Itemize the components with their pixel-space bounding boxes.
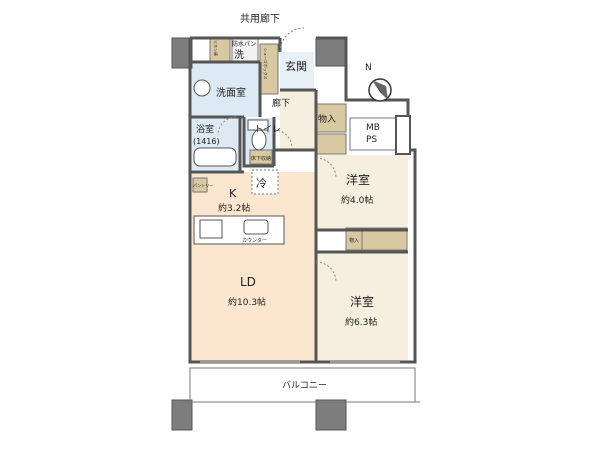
label-storage-b: 物入	[349, 237, 359, 244]
mbps-right-wall	[395, 115, 411, 155]
door-swing-entrance	[279, 27, 305, 53]
label-linen: リネン庫	[213, 40, 219, 56]
label-bath-size: (1416)	[193, 137, 220, 146]
washer-icon	[193, 79, 211, 97]
label-kitchen: K	[229, 187, 237, 200]
storage-a-box	[315, 103, 347, 133]
label-washroom: 洗面室	[216, 86, 246, 99]
pillar-bottom-right	[315, 399, 347, 431]
entrance-floor	[280, 52, 314, 90]
sink-icon	[247, 119, 269, 131]
storage-b2-box	[345, 227, 363, 251]
label-western-2-size: 約6.3帖	[345, 316, 377, 328]
door-swing-western1	[315, 157, 337, 179]
western-room-1-floor	[316, 155, 408, 230]
western-room-2-floor	[316, 252, 408, 362]
label-counter: カウンター	[242, 237, 267, 244]
label-toilet: トイレ	[254, 125, 281, 135]
corridor-floor	[280, 90, 316, 150]
label-entrance: 玄関	[285, 59, 307, 73]
label-laundry: 洗	[234, 49, 244, 61]
label-common-corridor: 共用廊下	[240, 12, 280, 25]
pantry-box	[192, 177, 208, 193]
label-kitchen-size: 約3.2帖	[218, 202, 250, 214]
pillar-bottom-left	[171, 399, 193, 431]
ld-floor	[190, 172, 315, 362]
label-western-1-size: 約4.0帖	[341, 194, 373, 206]
pillar-top-right	[315, 37, 347, 67]
label-western-1: 洋室	[346, 172, 370, 187]
laundry-pan	[231, 37, 259, 63]
label-bath: 浴室	[196, 123, 214, 135]
label-ps: PS	[366, 135, 377, 145]
bathtub-icon	[193, 147, 237, 167]
label-corridor: 廊下	[272, 97, 290, 109]
label-shoes: シューズボックス	[263, 48, 269, 80]
kitchen-sink-icon	[243, 219, 269, 235]
label-storage-a: 物入	[318, 113, 336, 125]
shoe-box	[259, 43, 279, 95]
label-balcony: バルコニー	[282, 380, 327, 391]
door-swing-washroom	[217, 116, 237, 136]
door-swing-toilet	[273, 129, 293, 149]
label-mb: MB	[366, 123, 380, 133]
storage-a2-box	[315, 133, 347, 155]
door-swing-western2	[315, 261, 337, 283]
pillar-top-left	[171, 37, 193, 69]
fridge-box	[251, 169, 279, 195]
north-arrow-icon	[368, 78, 392, 102]
label-ld: LD	[240, 275, 256, 289]
label-pantry: パントリー	[193, 183, 213, 188]
linen-box	[209, 37, 231, 63]
label-floor-storage: 床下収納	[251, 155, 271, 162]
stove-icon	[199, 219, 223, 239]
label-ld-size: 約10.3帖	[228, 296, 266, 308]
label-north: N	[365, 63, 372, 73]
interior-walls	[190, 60, 408, 362]
label-laundry-pan: 防水パン	[232, 40, 256, 48]
label-western-2: 洋室	[350, 294, 374, 309]
label-fridge: 冷	[256, 177, 267, 190]
